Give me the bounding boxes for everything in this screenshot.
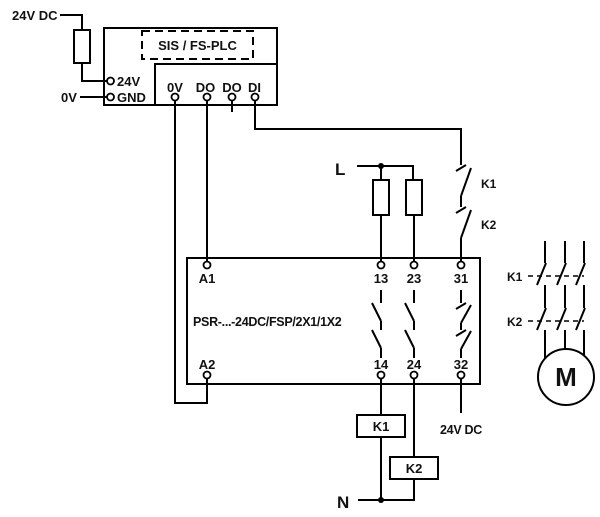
label-terminal-gnd: GND xyxy=(117,90,146,105)
fuse-l2 xyxy=(405,179,423,216)
wire-fuse-to-24v-terminal xyxy=(81,63,107,82)
terminal-circle-24v xyxy=(106,76,115,86)
label-neutral-n: N xyxy=(337,493,349,512)
label-terminal-a2: A2 xyxy=(199,357,216,372)
terminal-circle-32 xyxy=(456,370,466,380)
label-terminal-24v: 24V xyxy=(117,74,140,89)
terminal-circle-31 xyxy=(456,260,466,270)
label-phase-l: L xyxy=(335,160,345,179)
terminal-circle-13 xyxy=(376,260,386,270)
fuse-supply xyxy=(73,29,91,64)
terminal-circle-23 xyxy=(409,260,419,270)
label-contactor-k1: K1 xyxy=(507,270,523,284)
motor-circle xyxy=(537,348,595,406)
nc-tick-31-lower xyxy=(455,329,467,337)
contactor-k2-blades xyxy=(536,307,586,331)
nc-blade-31-lower xyxy=(460,330,472,350)
nc-tick-feedback-k1 xyxy=(455,164,467,172)
wire-l-rail xyxy=(357,165,414,180)
label-terminal-24: 24 xyxy=(407,357,422,372)
label-motor-m: M xyxy=(555,362,577,392)
junction-dot-l xyxy=(378,163,384,169)
terminal-circle-gnd xyxy=(106,92,115,102)
nc-blade-31-upper xyxy=(460,304,472,324)
wire-0v-to-a2 xyxy=(174,100,208,404)
label-terminal-13: 13 xyxy=(374,271,388,286)
psr-relay-box xyxy=(186,257,481,385)
label-supply-24vdc-bottom: 24V DC xyxy=(440,423,482,437)
wire-di-feedback xyxy=(254,100,462,165)
nc-blade-feedback-k2 xyxy=(460,209,472,239)
label-terminal-a1: A1 xyxy=(199,271,216,286)
label-k1-coil: K1 xyxy=(373,419,390,434)
label-terminal-23: 23 xyxy=(407,271,421,286)
terminal-circle-24 xyxy=(409,370,419,380)
label-contactor-k2: K2 xyxy=(507,315,523,329)
no-blade-23-upper xyxy=(404,302,415,322)
junction-dot-n xyxy=(378,497,384,503)
label-terminal-14: 14 xyxy=(374,357,389,372)
no-blade-23-lower xyxy=(404,329,415,349)
label-terminal-32: 32 xyxy=(454,357,468,372)
plc-io-box xyxy=(154,63,278,106)
label-terminal-31: 31 xyxy=(454,271,468,286)
fuse-l1 xyxy=(372,179,390,216)
nc-blade-feedback-k1 xyxy=(460,167,472,197)
label-io-di: DI xyxy=(248,80,261,95)
no-blade-13-upper xyxy=(371,302,382,322)
wire-phase-stubs xyxy=(544,241,585,263)
terminal-circle-a1 xyxy=(202,260,212,270)
label-supply-24vdc-top: 24V DC xyxy=(12,8,58,23)
wire-phase-mid xyxy=(544,285,585,308)
no-blade-13-lower xyxy=(371,329,382,349)
label-feedback-k2: K2 xyxy=(481,218,497,232)
nc-tick-feedback-k2 xyxy=(455,206,467,214)
terminal-circle-a2 xyxy=(202,370,212,380)
wire-n-rail xyxy=(358,479,415,501)
wire-supply-to-fuse xyxy=(60,14,83,30)
plc-module-dashed-box xyxy=(141,30,254,60)
terminal-circle-14 xyxy=(376,370,386,380)
label-feedback-k1: K1 xyxy=(481,177,497,191)
label-0v-left: 0V xyxy=(61,90,77,105)
label-sis-fs-plc: SIS / FS-PLC xyxy=(158,38,237,53)
contactor-k1-blades xyxy=(536,262,586,286)
label-io-do2: DO xyxy=(222,80,242,95)
wire-phase-to-motor xyxy=(544,330,585,358)
label-k2-coil: K2 xyxy=(406,461,423,476)
label-relay-model: PSR-...-24DC/FSP/2X1/1X2 xyxy=(193,315,342,329)
nc-tick-31-upper xyxy=(455,302,467,310)
label-io-0v: 0V xyxy=(167,80,183,95)
label-io-do1: DO xyxy=(196,80,216,95)
